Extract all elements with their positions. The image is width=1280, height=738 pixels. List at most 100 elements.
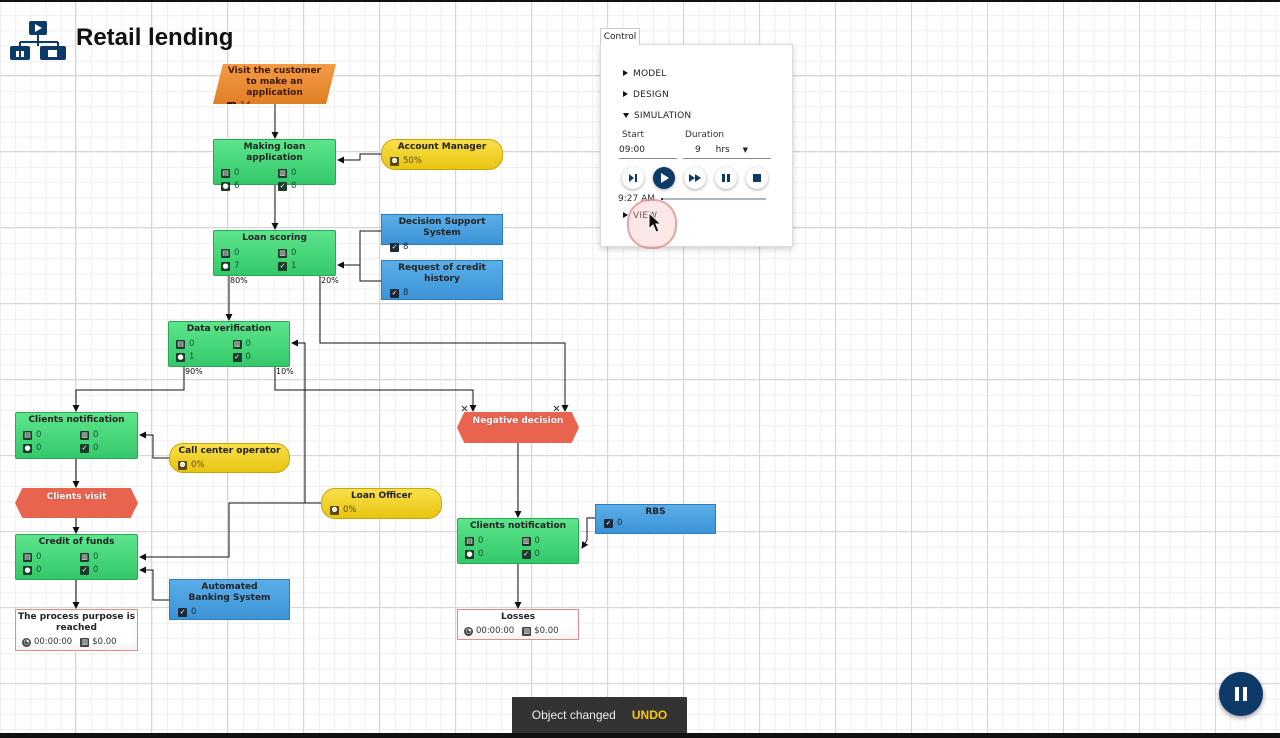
cost-chart-icon: ▥ bbox=[522, 626, 532, 636]
system-rbs[interactable]: RBS ✓0 bbox=[595, 504, 716, 534]
expand-arrow-icon bbox=[623, 70, 628, 76]
fast-forward-button[interactable] bbox=[684, 167, 706, 189]
queue-icon: ▤ bbox=[221, 248, 230, 258]
queue-icon: ▤ bbox=[23, 552, 32, 562]
node-title: Call center operator bbox=[178, 446, 281, 456]
task-loan-scoring[interactable]: Loan scoring ▤0 ▥0 ●7 ✓1 bbox=[213, 230, 336, 276]
node-title: Clients notification bbox=[28, 415, 125, 425]
queue-icon: ▤ bbox=[176, 339, 185, 349]
end-event-losses[interactable]: Losses ◔00:00:00 ▥$0.00 bbox=[457, 609, 579, 640]
people-icon: ⚉ bbox=[178, 460, 187, 470]
sim-progress-fill bbox=[661, 198, 664, 200]
section-model[interactable]: MODEL bbox=[623, 69, 666, 79]
snackbar-message: Object changed bbox=[531, 708, 616, 722]
role-loan-officer[interactable]: Loan Officer ⚉0% bbox=[321, 488, 442, 519]
dropdown-arrow-icon[interactable]: ▼ bbox=[742, 146, 748, 154]
window-top-edge bbox=[0, 0, 1280, 2]
queue-icon: ▤ bbox=[465, 536, 474, 546]
task-clients-notification[interactable]: Clients notification ▤0 ▥0 ●0 ✓0 bbox=[457, 518, 579, 564]
node-title: Loan Officer bbox=[350, 491, 413, 501]
start-event-visit-customer[interactable]: Visit the customer to make an applicatio… bbox=[213, 64, 336, 104]
check-icon: ✓ bbox=[278, 261, 287, 271]
stop-button[interactable] bbox=[746, 167, 768, 189]
node-title: Automated Banking System bbox=[188, 582, 271, 603]
expand-arrow-icon bbox=[623, 91, 628, 97]
task-data-verification[interactable]: Data verification ▤0 ▥0 ●1 ✓0 bbox=[168, 321, 290, 367]
check-icon: ✓ bbox=[80, 443, 89, 453]
duration-input[interactable]: 9 hrs ▼ bbox=[683, 145, 771, 159]
pause-icon bbox=[1235, 687, 1247, 701]
tab-control[interactable]: Control bbox=[600, 28, 640, 45]
pending-icon: ▥ bbox=[278, 168, 287, 178]
expand-arrow-icon bbox=[623, 212, 628, 218]
queue-icon: ▤ bbox=[23, 430, 32, 440]
step-button[interactable] bbox=[622, 167, 644, 189]
clock-icon: ◔ bbox=[22, 637, 31, 647]
check-icon: ✓ bbox=[178, 607, 187, 617]
pending-icon: ▥ bbox=[521, 536, 531, 546]
pause-icon bbox=[722, 174, 730, 182]
node-title: Data verification bbox=[186, 324, 272, 334]
role-account-manager[interactable]: Account Manager ⚉50% bbox=[381, 139, 503, 170]
people-icon: ⚉ bbox=[330, 505, 339, 515]
play-icon bbox=[661, 173, 669, 183]
check-icon: ✓ bbox=[390, 242, 399, 252]
node-title: Negative decision bbox=[472, 416, 564, 426]
cost-chart-icon: ▥ bbox=[80, 637, 90, 647]
click-indicator bbox=[627, 199, 677, 249]
check-icon: ✓ bbox=[604, 518, 613, 528]
duration-value: 9 bbox=[695, 145, 701, 155]
branch-label: 80% bbox=[230, 276, 248, 285]
check-icon: ✓ bbox=[227, 101, 236, 110]
role-call-center-operator[interactable]: Call center operator ⚉0% bbox=[169, 443, 290, 473]
person-icon: ● bbox=[465, 549, 474, 559]
undo-button[interactable]: UNDO bbox=[631, 708, 668, 722]
page-title: Retail lending bbox=[76, 24, 234, 51]
pending-icon: ▥ bbox=[80, 430, 89, 440]
end-event-purpose-reached[interactable]: The process purpose is reached ◔00:00:00… bbox=[15, 609, 138, 651]
system-credit-history[interactable]: Request of credit history ✓8 bbox=[381, 260, 503, 300]
check-icon: ✓ bbox=[232, 352, 242, 362]
pending-icon: ▥ bbox=[232, 339, 242, 349]
person-icon: ● bbox=[23, 565, 32, 575]
pending-icon: ▥ bbox=[80, 552, 89, 562]
person-icon: ● bbox=[176, 352, 185, 362]
node-title: Visit the customer to make an applicatio… bbox=[227, 66, 322, 98]
person-icon: ● bbox=[221, 181, 230, 191]
step-forward-icon bbox=[629, 174, 637, 182]
check-icon: ✓ bbox=[80, 565, 89, 575]
branch-label: 20% bbox=[321, 276, 339, 285]
window-bottom-edge bbox=[0, 733, 1280, 738]
process-logo-icon bbox=[10, 21, 66, 60]
task-clients-notification[interactable]: Clients notification ▤0 ▥0 ●0 ✓0 bbox=[15, 412, 138, 459]
queue-icon: ▤ bbox=[221, 168, 230, 178]
event-clients-visit[interactable]: Clients visit bbox=[15, 488, 138, 518]
start-time-input[interactable]: 09:00 bbox=[619, 145, 677, 159]
sim-time: 9:27 AM bbox=[618, 194, 655, 204]
stop-icon bbox=[753, 174, 761, 182]
section-design[interactable]: DESIGN bbox=[623, 90, 669, 100]
event-negative-decision[interactable]: Negative decision bbox=[457, 412, 579, 443]
sim-progress-bar bbox=[661, 198, 766, 200]
system-decision-support[interactable]: Decision Support System ✓8 bbox=[381, 214, 503, 252]
node-title: The process purpose is reached bbox=[17, 612, 136, 633]
node-title: Account Manager bbox=[397, 142, 487, 152]
node-title: Making loan application bbox=[243, 142, 306, 163]
pause-button[interactable] bbox=[715, 167, 737, 189]
check-icon: ✓ bbox=[278, 181, 287, 191]
branch-label: 90% bbox=[185, 367, 203, 376]
section-simulation[interactable]: SIMULATION bbox=[623, 111, 691, 121]
node-title: Loan scoring bbox=[242, 233, 307, 243]
fast-forward-icon bbox=[689, 174, 701, 182]
system-automated-banking[interactable]: Automated Banking System ✓0 bbox=[169, 579, 290, 620]
person-icon: ● bbox=[221, 261, 230, 271]
task-making-loan-application[interactable]: Making loan application ▤0 ▥0 ●6 ✓8 bbox=[213, 139, 336, 191]
check-icon: ✓ bbox=[521, 549, 531, 559]
play-button[interactable] bbox=[653, 167, 675, 189]
pause-simulation-button[interactable] bbox=[1219, 672, 1263, 716]
duration-label: Duration bbox=[685, 130, 725, 140]
task-credit-of-funds[interactable]: Credit of funds ▤0 ▥0 ●0 ✓0 bbox=[15, 534, 138, 580]
node-title: Clients notification bbox=[469, 521, 567, 531]
node-title: Clients visit bbox=[46, 492, 107, 502]
